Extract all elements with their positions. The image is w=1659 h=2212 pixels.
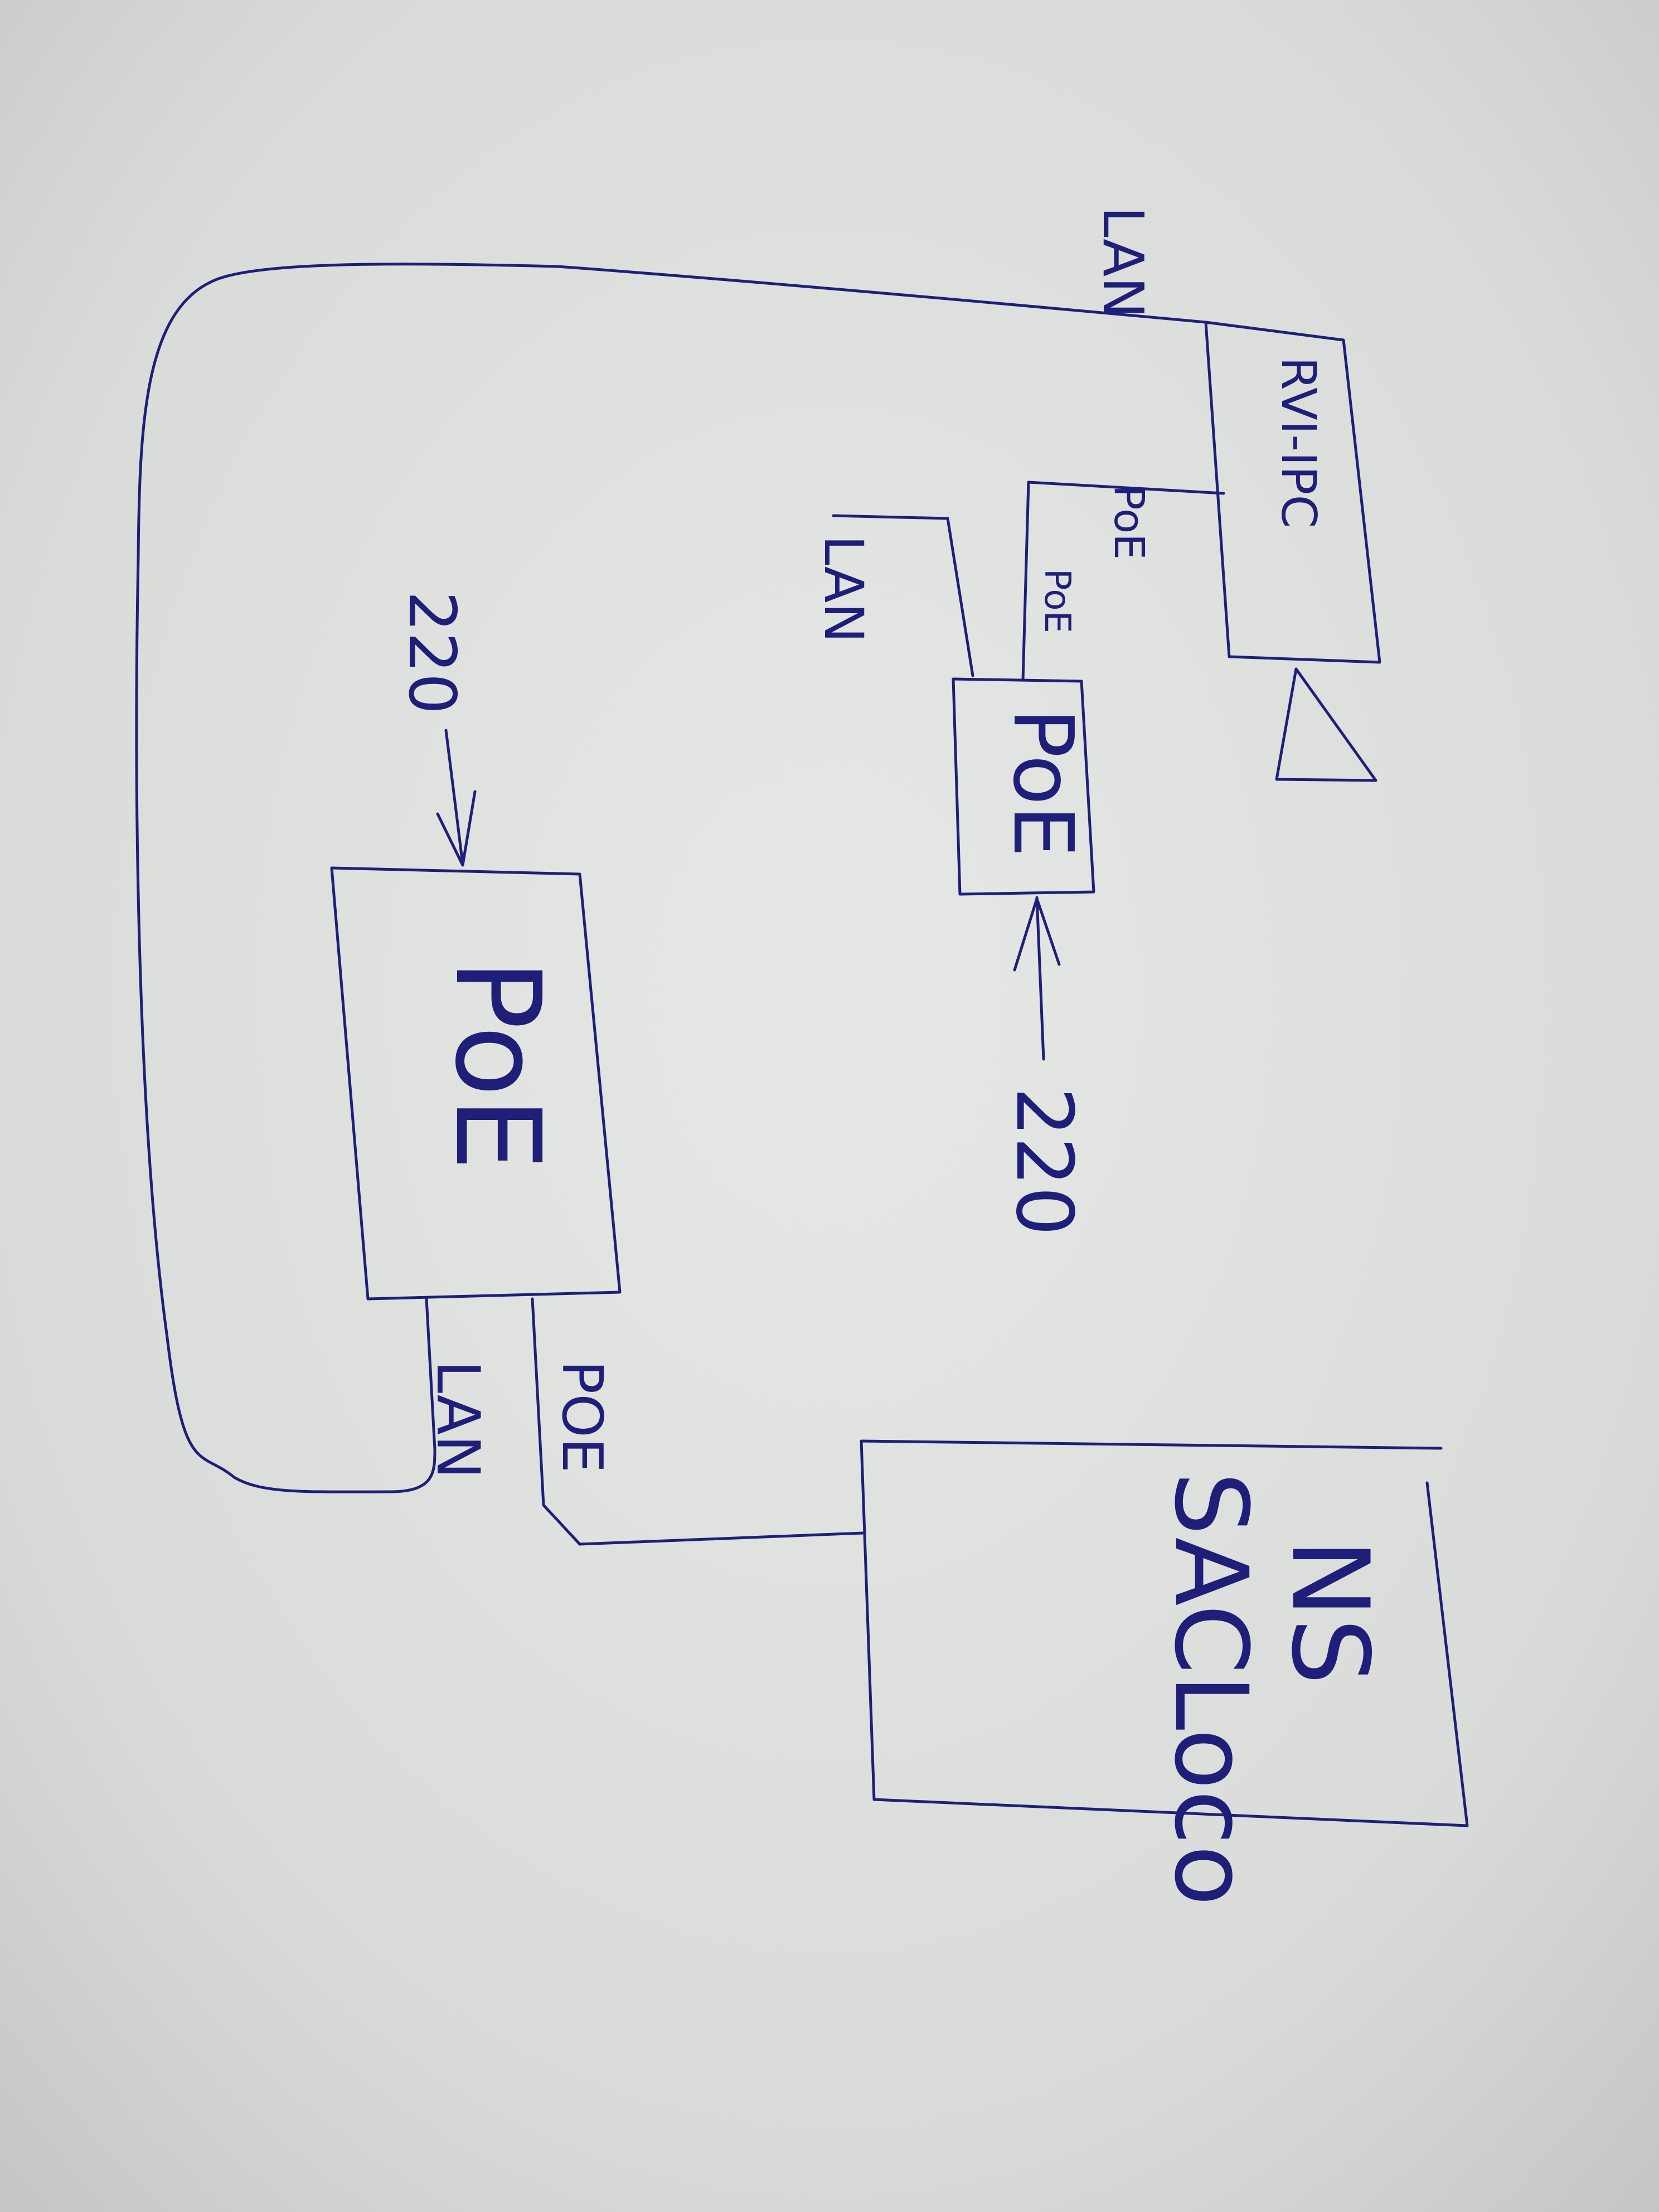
lan-loop-wire — [135, 263, 1207, 1493]
poe-large-box — [330, 866, 622, 1301]
poe-large-label: PoE — [429, 959, 566, 1171]
poe-feed-wire — [531, 1297, 865, 1546]
poe-small-box — [952, 677, 1095, 896]
small-poe-220-arrow — [1013, 896, 1061, 1061]
lan-large-label: LAN — [424, 1360, 492, 1479]
poe-camera-label: PoE — [1105, 485, 1153, 560]
lan-small-label: LAN — [812, 535, 875, 643]
sac-loco-label: SACLoco — [1152, 1472, 1269, 1907]
ns-sac-box — [860, 1439, 1469, 1827]
poe-small-top-label: PoE — [1036, 569, 1078, 633]
v220-small-label: 220 — [998, 1087, 1089, 1236]
large-poe-220-arrow — [436, 729, 477, 867]
camera-label: RVI-IPC — [1270, 357, 1326, 528]
ns-label: NS — [1268, 1539, 1391, 1685]
poe-small-label: PoE — [995, 708, 1091, 857]
lan-top-label: LAN — [1090, 206, 1156, 318]
camera-poe-wire — [1021, 481, 1225, 682]
camera-box — [1204, 321, 1381, 664]
v220-large-label: 220 — [394, 591, 469, 714]
camera-lens-icon — [1275, 667, 1377, 782]
poe-large-out-label: POE — [550, 1360, 615, 1473]
small-poe-lan-wire — [832, 514, 974, 677]
